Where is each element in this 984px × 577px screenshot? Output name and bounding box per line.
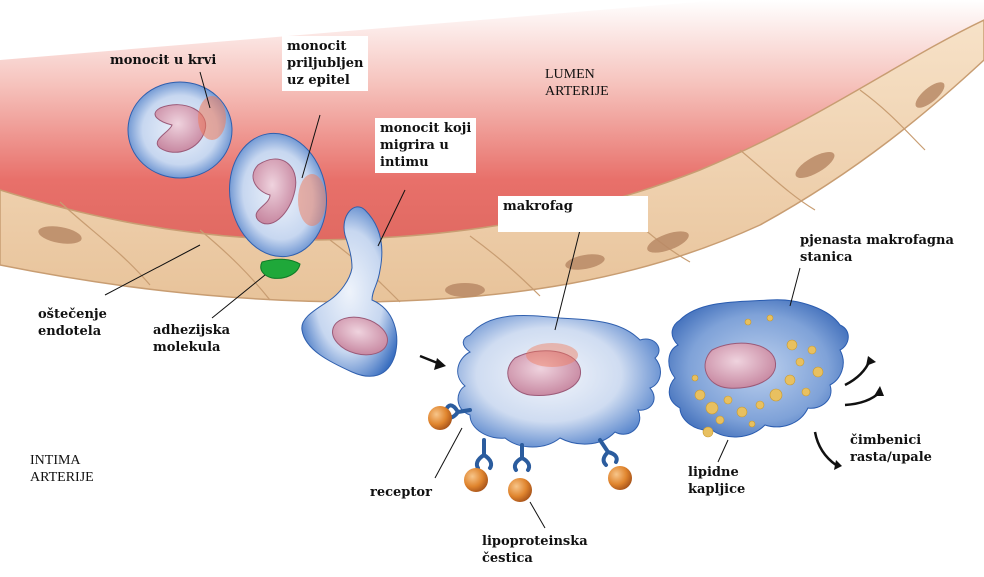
label-adhesion-molecule: adhezijska molekula xyxy=(153,322,230,356)
label-endothelial-damage: oštečenje endotela xyxy=(38,306,107,340)
label-macrophage: makrofag xyxy=(498,196,648,232)
label-monocyte-migrating: monocit koji migrira u intimu xyxy=(375,118,476,173)
foam-cell xyxy=(669,300,848,437)
label-receptor: receptor xyxy=(370,484,432,501)
label-lipoprotein: lipoproteinska čestica xyxy=(482,533,588,567)
label-monocyte-attached: monocit priljubljen uz epitel xyxy=(282,36,368,91)
migration-arrow xyxy=(420,356,446,370)
label-intima: INTIMA ARTERIJE xyxy=(30,452,94,486)
label-foam-cell: pjenasta makrofagna stanica xyxy=(800,232,954,266)
label-growth-factors: čimbenici rasta/upale xyxy=(850,432,932,466)
monocyte-in-blood xyxy=(128,82,232,178)
label-monocyte-in-blood: monocit u krvi xyxy=(110,52,216,69)
label-lipid-droplets: lipidne kapljice xyxy=(688,464,745,498)
label-lumen: LUMEN ARTERIJE xyxy=(545,66,609,100)
macrophage xyxy=(458,315,661,447)
